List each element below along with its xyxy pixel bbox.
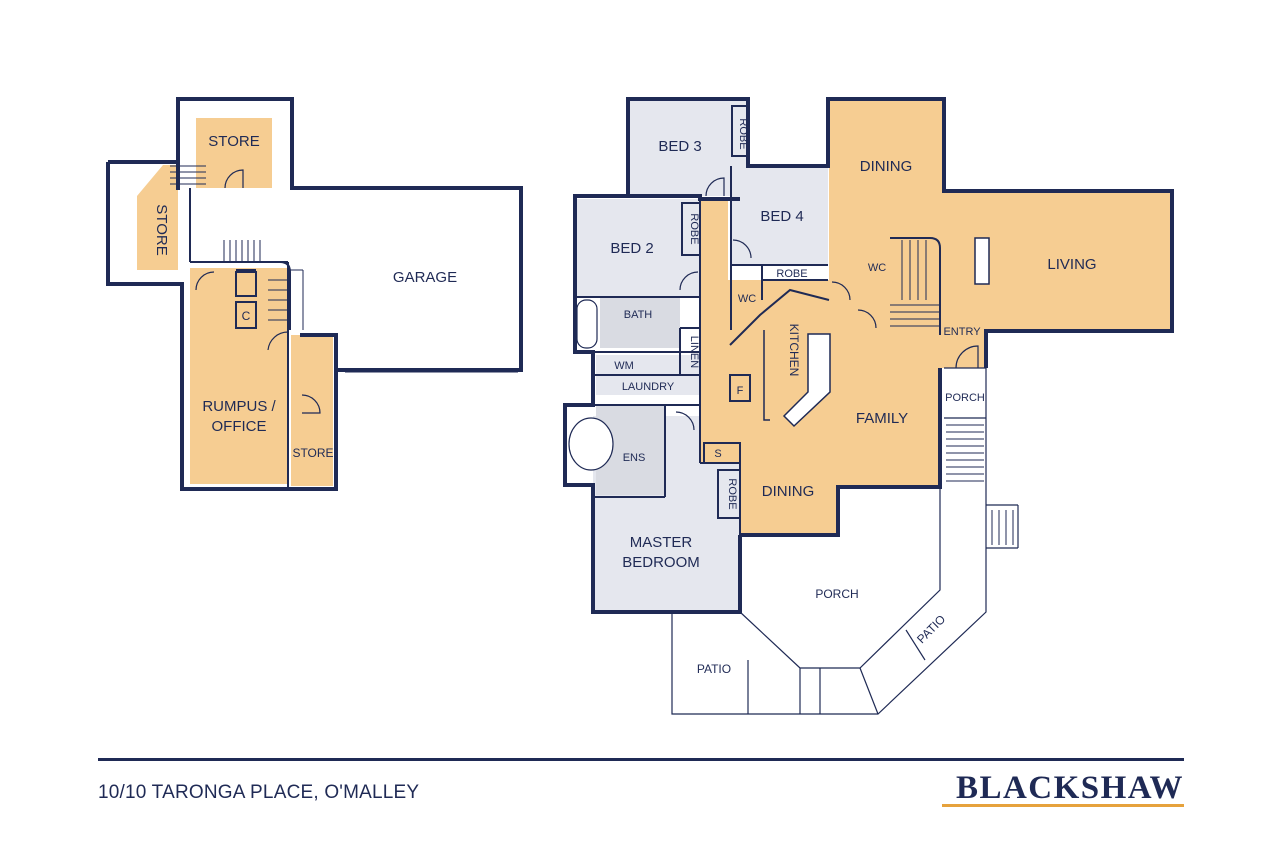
footer-rule [98,758,1184,761]
store-top-room [196,118,272,188]
store-small-room [291,335,333,486]
entry-steps [946,424,1014,545]
garage-label: GARAGE [393,269,457,286]
bed4-label: BED 4 [760,208,803,225]
brand-logo: BLACKSHAW [955,770,1184,806]
porch-small-label: PORCH [945,392,985,404]
rumpus-label-line2: OFFICE [212,418,267,435]
lower-walls [106,97,523,491]
laundry-label: LAUNDRY [622,381,675,393]
bed3-room [628,100,748,196]
f-label: F [737,385,744,397]
rumpus-room [190,268,288,484]
store-left-label: STORE [153,204,170,255]
linen-label: LINEN [688,336,700,368]
main-level-plan: BED 3 ROBE BED 4 DINING BED 2 ROBE ROBE … [563,97,1174,715]
living-dining-area [700,99,1172,535]
wc1-label: WC [738,293,756,305]
rumpus-label-line1: RUMPUS / [202,398,276,415]
wm-label: WM [614,360,634,372]
c-label: C [242,309,251,323]
porch-label: PORCH [815,587,858,601]
robe1-label: ROBE [737,118,749,149]
robe3-label: ROBE [776,268,807,280]
ens-label: ENS [623,452,646,464]
outdoor-areas [671,367,1019,715]
robe4-label: ROBE [726,478,738,509]
lower-stairs [170,165,290,321]
dining-bottom-label: DINING [762,483,815,500]
bath-label: BATH [624,309,653,321]
bath-tiles [600,298,680,348]
bed3-label: BED 3 [658,138,701,155]
main-doors [675,177,979,431]
lower-doors [195,169,321,414]
living-label: LIVING [1047,256,1096,273]
main-walls [563,97,1174,614]
bed2-label: BED 2 [610,240,653,257]
master-label-line1: MASTER [630,534,693,551]
bathtub [576,299,598,349]
main-inner-walls [575,105,830,612]
bed2-room [575,199,700,297]
store-small-label: STORE [292,446,333,460]
s-label: S [714,448,721,460]
main-stairs [890,240,940,327]
brand-underline [942,804,1184,807]
store-left-room [137,165,178,270]
patio-right-label: PATIO [914,612,948,646]
patio-left-label: PATIO [697,662,731,676]
lower-level-plan: STORE STORE GARAGE C RUMPUS / OFFICE STO… [106,97,523,491]
kitchen-label: KITCHEN [787,324,801,377]
store-top-label: STORE [208,133,259,150]
spa-bath [568,417,614,471]
fireplace [974,237,990,285]
wc2-label: WC [868,262,886,274]
kitchen-island [782,333,831,428]
robe2-label: ROBE [688,213,700,244]
bed4-room [731,166,828,265]
property-address: 10/10 TARONGA PLACE, O'MALLEY [98,782,420,803]
family-label: FAMILY [856,410,908,427]
lower-inner-walls [189,188,291,489]
entry-label: ENTRY [943,326,981,338]
master-label-line2: BEDROOM [622,554,700,571]
dining-top-label: DINING [860,158,913,175]
